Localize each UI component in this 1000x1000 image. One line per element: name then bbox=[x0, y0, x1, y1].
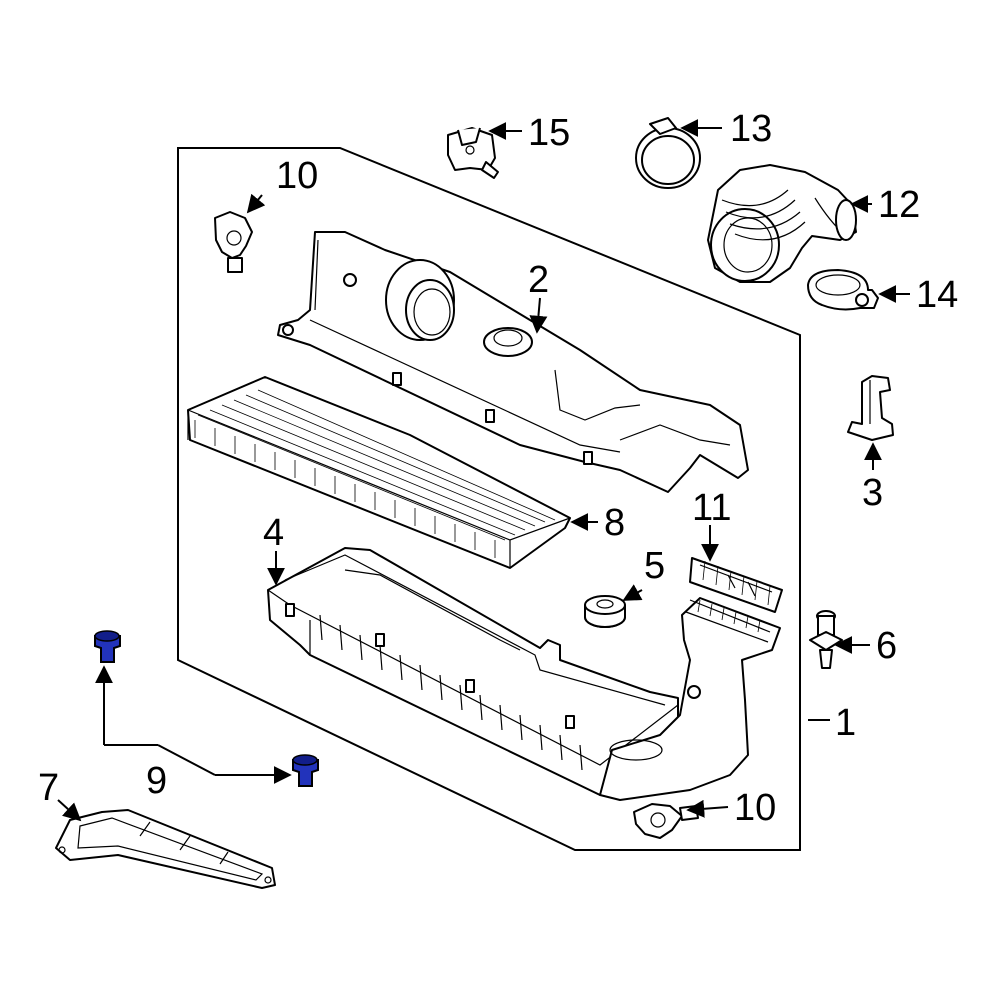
callout-10-lower: 10 bbox=[734, 787, 776, 829]
lower-housing-tray[interactable] bbox=[267, 547, 679, 796]
callout-13: 13 bbox=[730, 108, 772, 150]
callout-12: 12 bbox=[878, 184, 920, 226]
callout-8: 8 bbox=[604, 502, 625, 544]
duct-seal[interactable] bbox=[689, 557, 783, 613]
callout-labels: 1 2 3 4 5 6 7 8 9 10 10 11 12 13 14 15 bbox=[38, 108, 958, 829]
callout-5: 5 bbox=[644, 545, 665, 587]
hose-clip-upper[interactable] bbox=[214, 211, 253, 273]
hose-clamp-lower[interactable] bbox=[807, 269, 879, 311]
callout-1: 1 bbox=[835, 702, 856, 744]
bracket-clip[interactable] bbox=[847, 375, 894, 441]
callout-11: 11 bbox=[692, 487, 731, 529]
callout-6: 6 bbox=[876, 625, 897, 667]
air-filter-element[interactable] bbox=[187, 376, 571, 569]
callout-15: 15 bbox=[528, 112, 570, 154]
callout-14: 14 bbox=[916, 274, 958, 316]
hose-clamp-upper[interactable] bbox=[635, 117, 701, 189]
callout-9: 9 bbox=[146, 760, 167, 802]
housing-gasket[interactable] bbox=[55, 809, 276, 889]
assembly-frame bbox=[177, 147, 801, 851]
highlighted-grommet-left[interactable] bbox=[94, 630, 121, 663]
upper-housing-cover[interactable] bbox=[277, 231, 749, 493]
grommet[interactable] bbox=[584, 595, 626, 628]
intake-hose[interactable] bbox=[707, 164, 857, 283]
air-inlet-duct[interactable] bbox=[599, 597, 781, 801]
push-pin[interactable] bbox=[809, 610, 843, 669]
highlighted-grommet-right[interactable] bbox=[292, 754, 319, 787]
callout-7: 7 bbox=[38, 767, 59, 809]
callout-4: 4 bbox=[263, 512, 284, 554]
callout-3: 3 bbox=[862, 472, 883, 514]
callout-10-upper: 10 bbox=[276, 155, 318, 197]
callout-2: 2 bbox=[528, 259, 549, 301]
sensor-connector[interactable] bbox=[447, 127, 499, 179]
leader-lines bbox=[57, 119, 910, 822]
